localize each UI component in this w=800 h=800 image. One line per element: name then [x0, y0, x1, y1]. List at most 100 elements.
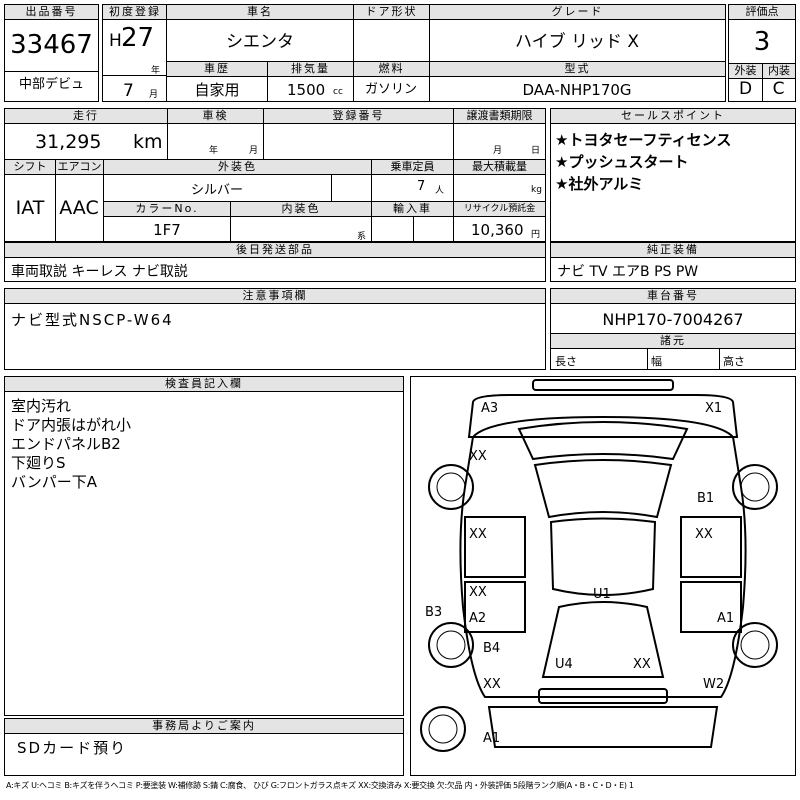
overall-score: 3 — [753, 27, 771, 57]
mark-b3: B3 — [425, 605, 443, 620]
later-parts-box: 後日発送部品 車両取説 キーレス ナビ取説 — [4, 242, 546, 282]
interior-color-label: 内装色 — [230, 202, 371, 217]
displacement-label: 排気量 — [267, 62, 353, 77]
mark-w2: W2 — [703, 677, 725, 692]
notes-box: 注意事項欄 ナビ型式NSCP-W64 — [4, 288, 546, 370]
damage-diagram: A3 X1 XX B1 XX XX XX U1 B3 A2 A1 B4 U4 X… — [410, 376, 796, 776]
later-parts-label: 後日発送部品 — [5, 243, 545, 258]
car-name: シエンタ — [226, 32, 294, 52]
inspection-label: 車検 — [167, 109, 263, 124]
recycle-fee: 10,360 — [471, 221, 524, 239]
transfer-day-unit: 日 — [531, 146, 541, 156]
mark-u1: U1 — [593, 587, 611, 602]
mark-xx-left-2: XX — [469, 585, 487, 600]
mileage-unit: km — [133, 131, 163, 153]
exterior-label: 外装 — [729, 64, 762, 79]
inspector-line-1: 室内汚れ — [11, 397, 72, 415]
mark-b4: B4 — [483, 641, 501, 656]
model-label: 型式 — [429, 62, 725, 77]
car-outline-diagram — [420, 379, 778, 752]
inspector-label: 検査員記入欄 — [5, 377, 403, 392]
chassis-box: 車台番号 NHP170-7004267 諸元 長さ 幅 高さ — [550, 288, 796, 370]
shift-label: シフト — [5, 160, 55, 175]
width-label: 幅 — [651, 355, 662, 368]
load-unit: kg — [531, 185, 542, 195]
notes-value: ナビ型式NSCP-W64 — [11, 311, 174, 329]
mark-xx-top: XX — [469, 449, 487, 464]
height-label: 高さ — [723, 355, 745, 368]
registration-month: 7 — [123, 81, 134, 101]
fuel-type: ガソリン — [364, 82, 417, 97]
inspector-line-2: ドア内張はがれ小 — [11, 416, 132, 434]
vehicle-details-grid: 走行 車検 登録番号 譲渡書類期限 31,295 km 年 月 月 日 シフト … — [4, 108, 546, 242]
vehicle-history: 自家用 — [194, 81, 240, 99]
seats-label: 乗車定員 — [371, 160, 453, 175]
displacement-unit: cc — [333, 87, 343, 97]
year-unit: 年 — [151, 66, 161, 76]
load-label: 最大積載量 — [453, 160, 545, 175]
mark-xx-right-2: XX — [633, 657, 651, 672]
first-registration-label: 初度登録 — [103, 5, 167, 20]
legend-text: A:キズ U:ヘコミ B:キズを伴うヘコミ P:要塗装 W:補修跡 S:錆 C:… — [6, 781, 634, 790]
sales-points-box: セールスポイント ★トヨタセーフティセンス ★プッシュスタート ★社外アルミ — [550, 108, 796, 242]
mileage: 31,295 — [35, 131, 102, 153]
inspector-line-3: エンドパネルB2 — [11, 435, 121, 453]
exterior-grade: D — [738, 79, 753, 99]
model-code: DAA-NHP170G — [522, 81, 632, 99]
first-registration-block: 初度登録 H 27 年 7 月 — [102, 4, 168, 102]
mark-a1-bottom: A1 — [483, 731, 501, 746]
ac-type: AAC — [59, 197, 99, 219]
seats-unit: 人 — [435, 186, 445, 196]
spec-label: 諸元 — [551, 333, 795, 349]
mark-a3: A3 — [481, 401, 499, 416]
grade: ハイブ リッド X — [514, 32, 640, 52]
sales-point-1: ★トヨタセーフティセンス — [555, 131, 732, 149]
sales-point-2: ★プッシュスタート — [555, 153, 689, 171]
exterior-color: シルバー — [190, 183, 243, 198]
interior-grade: C — [772, 79, 785, 99]
mark-b1: B1 — [697, 491, 715, 506]
inspection-year-unit: 年 — [209, 146, 219, 156]
fuel-label: 燃料 — [353, 62, 429, 77]
era-letter: H — [109, 31, 122, 51]
chassis-number: NHP170-7004267 — [602, 310, 744, 329]
recycle-label: リサイクル預託金 — [453, 202, 545, 217]
color-number-label: カラーNo. — [104, 202, 230, 217]
transfer-month-unit: 月 — [493, 146, 503, 156]
grade-label: グレード — [429, 5, 725, 20]
seats: 7 — [417, 179, 426, 194]
registration-year: 27 — [121, 23, 155, 53]
import-label: 輸入車 — [371, 202, 453, 217]
mark-xx-left-3: XX — [483, 677, 501, 692]
equipment-label: 純正装備 — [551, 243, 795, 258]
sales-points-label: セールスポイント — [551, 109, 795, 124]
sales-point-3: ★社外アルミ — [555, 175, 644, 193]
mark-xx-right-1: XX — [695, 527, 713, 542]
lot-number-label: 出品番号 — [5, 5, 98, 20]
interior-color-unit: 系 — [357, 232, 367, 242]
inspector-line-4: 下廻りS — [11, 454, 66, 472]
office-box: 事務局よりご案内 SDカード預り — [4, 718, 404, 776]
length-label: 長さ — [555, 355, 577, 368]
ac-label: エアコン — [55, 160, 103, 175]
chassis-label: 車台番号 — [551, 289, 795, 304]
recycle-unit: 円 — [531, 230, 541, 240]
header-section: 出品番号 33467 中部デビュ 初度登録 H 27 年 7 月 車名 ドア形状… — [4, 4, 796, 102]
history-label: 車歴 — [167, 62, 267, 77]
shift-type: IAT — [15, 197, 45, 219]
mark-a2: A2 — [469, 611, 487, 626]
color-number: 1F7 — [153, 221, 181, 239]
month-unit: 月 — [149, 90, 159, 100]
car-name-label: 車名 — [167, 5, 353, 20]
mark-u4: U4 — [555, 657, 573, 672]
reg-number-label: 登録番号 — [263, 109, 453, 124]
inspector-line-5: バンパー下A — [11, 473, 98, 491]
equipment-value: ナビ TV エアB PS PW — [557, 264, 699, 280]
displacement: 1500 — [287, 81, 326, 99]
inspection-month-unit: 月 — [249, 146, 259, 156]
equipment-box: 純正装備 ナビ TV エアB PS PW — [550, 242, 796, 282]
lot-number: 33467 — [10, 30, 93, 60]
color-label: 外装色 — [103, 160, 371, 175]
venue-name: 中部デビュ — [18, 77, 84, 92]
vehicle-header-grid: 車名 ドア形状 グレード シエンタ ハイブ リッド X 車歴 排気量 燃料 型式… — [166, 4, 726, 102]
